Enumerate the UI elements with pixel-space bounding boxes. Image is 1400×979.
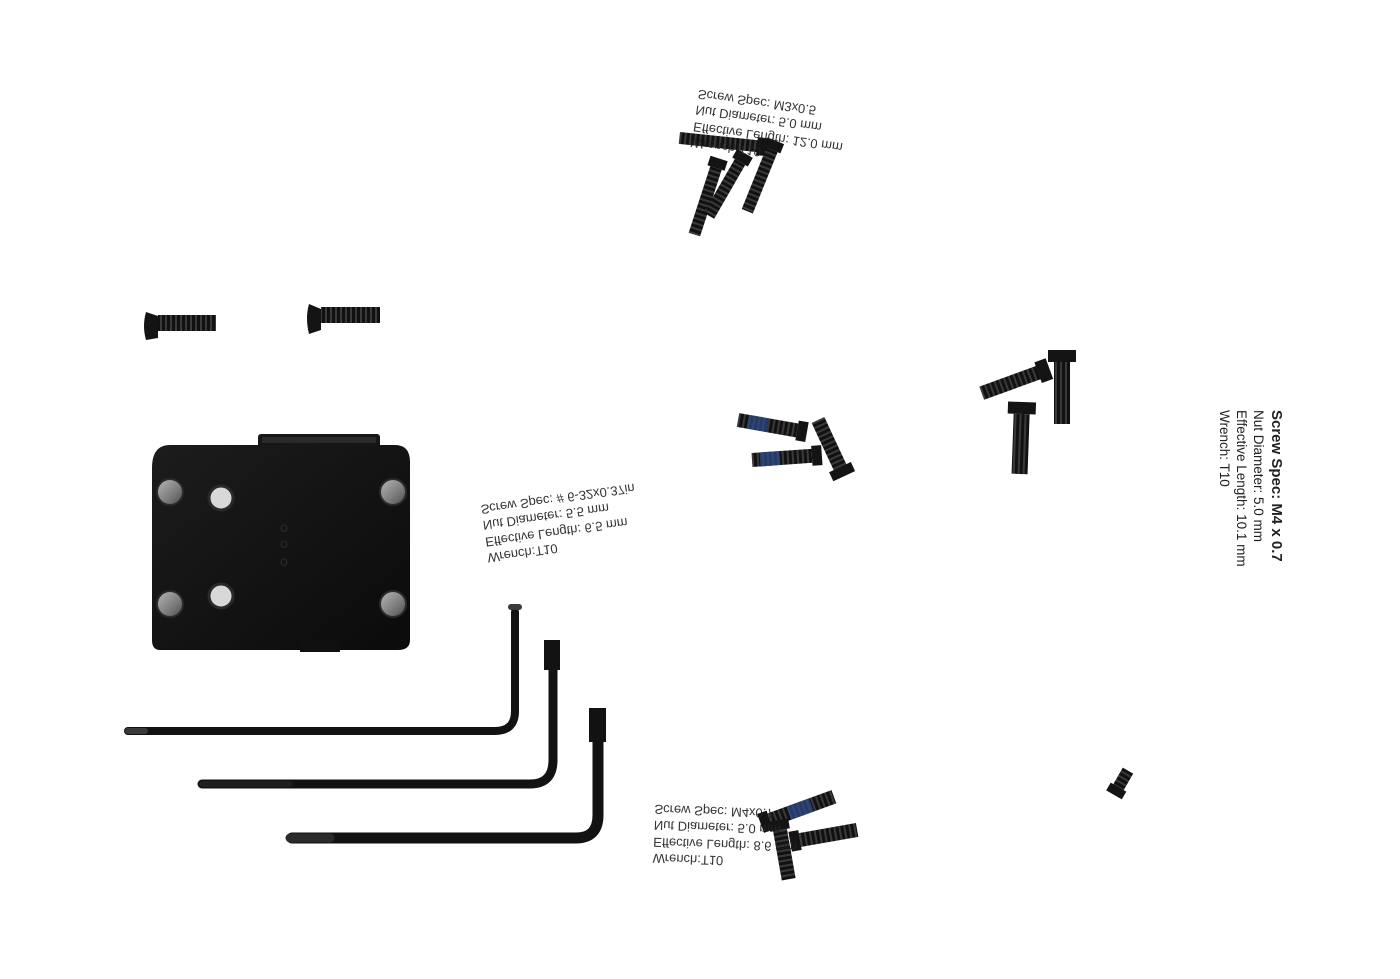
screw-cluster-top (678, 132, 785, 237)
label-right-length: Effective Length: 10.1 mm (1234, 410, 1250, 567)
label-right-diameter: Nut Diameter: 5.0 mm (1251, 410, 1267, 543)
label-right-spec: Screw Spec: M4 x 0.7 (1268, 410, 1285, 562)
svg-text:o: o (280, 535, 288, 551)
torx-wrench-small (124, 604, 522, 735)
svg-text:o: o (280, 519, 288, 535)
spec-label-right: Screw Spec: M4 x 0.7 Nut Diameter: 5.0 m… (1216, 410, 1286, 567)
torx-wrench-large (285, 708, 606, 844)
screw-cluster-right (979, 350, 1076, 475)
svg-text:o: o (280, 553, 288, 569)
small-screw (1106, 767, 1134, 800)
torx-wrench-medium (197, 640, 560, 789)
loose-screw-2 (307, 304, 380, 334)
screw-cluster-bottom (757, 790, 859, 881)
loose-screw-1 (144, 312, 216, 340)
screw-cluster-middle (736, 413, 856, 482)
mounting-plate: o o o (152, 434, 410, 652)
spec-label-bottom: Wrench:T10 Effective Length: 8.6 mm Nut … (652, 801, 798, 871)
label-right-wrench: Wrench: T10 (1217, 410, 1233, 487)
